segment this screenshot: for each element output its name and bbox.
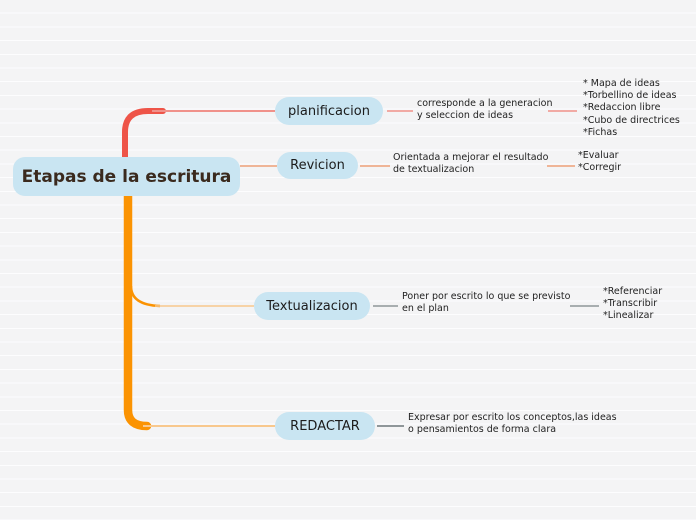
list-revicion[interactable]: *Evaluar *Corregir bbox=[578, 150, 621, 174]
trunk-down bbox=[123, 189, 152, 431]
list-planificacion[interactable]: * Mapa de ideas *Torbellino de ideas *Re… bbox=[583, 78, 680, 139]
list-item[interactable]: *Linealizar bbox=[603, 310, 654, 322]
list-item[interactable]: *Fichas bbox=[583, 126, 618, 138]
central-topic-label: Etapas de la escritura bbox=[21, 166, 232, 187]
topic-textualizacion[interactable]: Textualizacion bbox=[254, 292, 370, 320]
desc-planificacion[interactable]: corresponde a la generacion y seleccion … bbox=[417, 98, 553, 121]
topic-revicion-label: Revicion bbox=[290, 158, 345, 173]
topic-redactar-label: REDACTAR bbox=[290, 418, 360, 434]
topic-planificacion[interactable]: planificacion bbox=[275, 97, 383, 125]
list-item[interactable]: *Torbellino de ideas bbox=[583, 90, 677, 102]
trunk-branch-textualizacion bbox=[129, 285, 161, 308]
list-item[interactable]: *Evaluar bbox=[578, 150, 619, 161]
desc-redactar[interactable]: Expresar por escrito los conceptos,las i… bbox=[408, 412, 617, 435]
list-item[interactable]: *Cubo de directrices bbox=[583, 114, 680, 126]
topic-planificacion-label: planificacion bbox=[288, 103, 370, 119]
topic-redactar[interactable]: REDACTAR bbox=[275, 412, 375, 440]
desc-textualizacion[interactable]: Poner por escrito lo que se previsto en … bbox=[402, 291, 571, 314]
list-item[interactable]: *Transcribir bbox=[603, 298, 658, 310]
list-item[interactable]: * Mapa de ideas bbox=[583, 78, 660, 89]
list-item[interactable]: *Corregir bbox=[578, 162, 622, 174]
list-item[interactable]: *Referenciar bbox=[603, 286, 663, 297]
central-topic[interactable]: Etapas de la escritura bbox=[13, 157, 240, 196]
list-item[interactable]: *Redaccion libre bbox=[583, 102, 661, 114]
topic-revicion[interactable]: Revicion bbox=[277, 152, 358, 179]
desc-revicion[interactable]: Orientada a mejorar el resultado de text… bbox=[393, 152, 549, 175]
list-textualizacion[interactable]: *Referenciar *Transcribir *Linealizar bbox=[603, 286, 662, 323]
topic-textualizacion-label: Textualizacion bbox=[266, 298, 358, 314]
